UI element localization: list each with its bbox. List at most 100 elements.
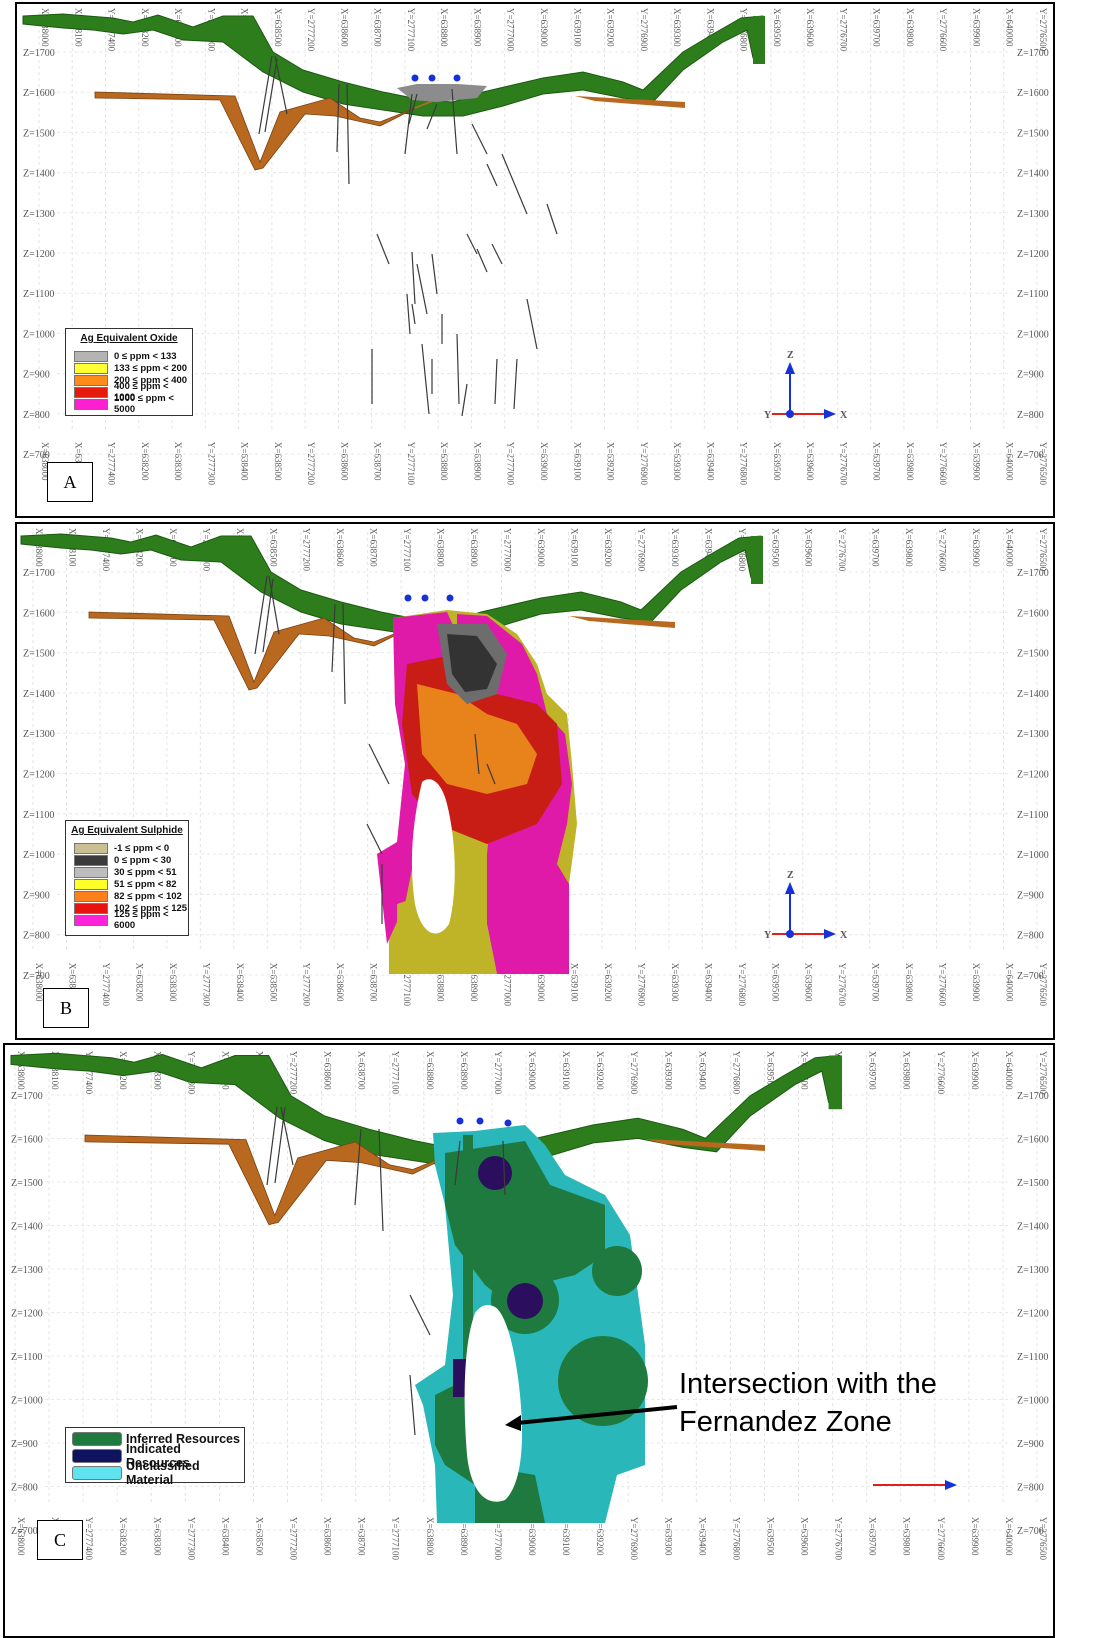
x-label-top: X=638700 <box>357 1051 367 1090</box>
x-label-top: X=639400 <box>705 8 715 47</box>
x-label-bottom: X=638900 <box>469 963 479 1002</box>
axis-x-label: X <box>840 410 848 421</box>
x-label-top: Y=2776900 <box>629 1051 639 1095</box>
legend-label: 0 ≤ ppm < 30 <box>114 854 172 866</box>
x-label-top: X=640000 <box>1005 528 1015 567</box>
drill-hole <box>404 93 413 155</box>
x-label-top: Y=2777000 <box>506 8 516 52</box>
z-label-right: Z=900 <box>1017 890 1044 901</box>
annotation-arrowhead <box>505 1415 521 1431</box>
collar-marker <box>421 594 429 602</box>
x-label-top: X=639800 <box>904 528 914 567</box>
section-canvas-a: X=638000X=638000X=638100X=638100Y=277740… <box>22 8 1049 486</box>
legend-item: 133 ≤ ppm < 200 <box>66 362 192 374</box>
x-label-bottom: X=640000 <box>1004 1517 1014 1556</box>
drill-hole <box>409 1294 431 1336</box>
collar-marker <box>476 1117 484 1125</box>
x-label-bottom: Y=2777400 <box>84 1517 94 1561</box>
fault-surface-east <box>645 1139 765 1151</box>
legend-swatch <box>74 398 108 410</box>
x-label-bottom: X=638700 <box>373 442 383 481</box>
legend-label: Indicated Resources <box>126 1441 190 1470</box>
legend-label: 1000 ≤ ppm < 5000 <box>114 393 174 415</box>
x-label-bottom: X=639900 <box>971 442 981 481</box>
drill-hole <box>491 243 503 265</box>
annotation-line-1: Intersection with the <box>679 1368 937 1400</box>
x-label-top: X=639000 <box>527 1051 537 1090</box>
x-label-bottom: Y=2777100 <box>406 442 416 486</box>
x-label-bottom: X=638700 <box>357 1517 367 1556</box>
x-label-bottom: X=638400 <box>235 963 245 1002</box>
legend-item: 30 ≤ ppm < 51 <box>66 866 188 878</box>
z-label-right: Z=1100 <box>1017 289 1048 300</box>
z-label-right: Z=1100 <box>1017 810 1048 821</box>
z-label-left: Z=800 <box>23 410 50 421</box>
z-label-left: Z=1500 <box>11 1178 43 1189</box>
x-label-top: X=639600 <box>804 528 814 567</box>
x-label-bottom: X=638100 <box>73 442 83 481</box>
x-label-top: Y=2776700 <box>837 528 847 572</box>
legend-item: 102 ≤ ppm < 125 <box>66 902 188 914</box>
collar-marker <box>411 74 419 82</box>
drill-hole <box>274 55 288 115</box>
x-label-bottom: Y=2777100 <box>402 963 412 1007</box>
legend-swatch <box>74 902 108 914</box>
x-label-top: Y=2776600 <box>938 8 948 52</box>
x-label-bottom: X=639000 <box>527 1517 537 1556</box>
x-label-top: X=638900 <box>472 8 482 47</box>
x-label-top: X=639700 <box>872 8 882 47</box>
axis-y-label: Y <box>764 930 772 941</box>
legend-swatch <box>74 350 108 362</box>
x-label-top: X=639300 <box>670 528 680 567</box>
z-label-right: Z=1000 <box>1017 1396 1049 1407</box>
z-label-left: Z=1300 <box>23 729 55 740</box>
x-label-bottom: Y=2777000 <box>506 442 516 486</box>
indicated-resources <box>478 1156 512 1190</box>
x-label-bottom: X=639600 <box>800 1517 810 1556</box>
panel-label-a: A <box>47 462 93 502</box>
z-label-right: Z=700 <box>1017 450 1044 461</box>
drill-hole <box>266 1106 278 1186</box>
z-label-left: Z=900 <box>23 890 50 901</box>
x-label-bottom: X=639200 <box>603 963 613 1002</box>
drill-hole <box>254 575 268 655</box>
topography-edge <box>751 536 763 584</box>
drill-hole <box>406 293 411 335</box>
panel-label-c: C <box>37 1520 83 1560</box>
legend-label: 51 ≤ ppm < 82 <box>114 878 177 890</box>
drill-hole <box>426 103 438 130</box>
drill-hole <box>280 1106 294 1166</box>
z-label-right: Z=1400 <box>1017 169 1049 180</box>
x-label-bottom: X=639700 <box>872 442 882 481</box>
collar-marker <box>453 74 461 82</box>
x-label-top: X=639900 <box>970 1051 980 1090</box>
x-label-top: X=640000 <box>1005 8 1015 47</box>
x-label-bottom: Y=2776500 <box>1038 963 1048 1007</box>
x-label-top: X=639600 <box>805 8 815 47</box>
drill-hole <box>264 58 278 133</box>
axis-x-label: X <box>840 930 848 941</box>
z-label-right: Z=1300 <box>1017 209 1049 220</box>
x-label-bottom: X=638800 <box>436 963 446 1002</box>
x-label-top: X=639800 <box>902 1051 912 1090</box>
x-label-top: X=639000 <box>536 528 546 567</box>
drill-hole <box>342 603 346 705</box>
z-label-right: Z=800 <box>1017 1483 1044 1494</box>
z-label-right: Z=900 <box>1017 1439 1044 1450</box>
x-label-bottom: Y=2776500 <box>1038 442 1048 486</box>
legend-item: 400 ≤ ppm < 1000 <box>66 381 192 403</box>
x-label-bottom: X=638600 <box>339 442 349 481</box>
x-label-top: X=639300 <box>672 8 682 47</box>
legend-swatch <box>74 890 108 902</box>
sulphide-zone-orange <box>417 684 537 794</box>
void-zone <box>411 779 455 934</box>
x-label-top: X=639400 <box>697 1051 707 1090</box>
z-label-right: Z=900 <box>1017 370 1044 381</box>
drill-hole <box>331 603 336 673</box>
x-label-top: X=639900 <box>971 528 981 567</box>
collar-marker <box>456 1117 464 1125</box>
